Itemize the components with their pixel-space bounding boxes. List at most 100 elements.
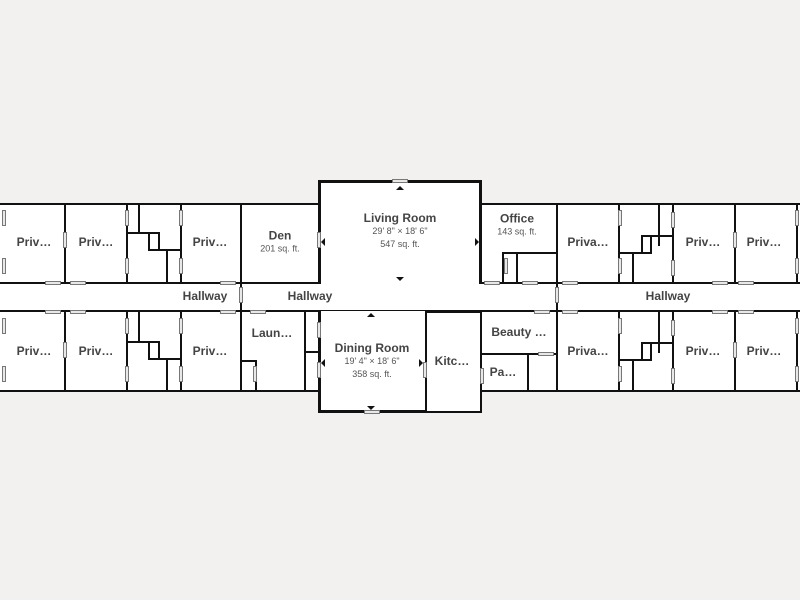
private-room-tl-1[interactable] — [0, 203, 66, 284]
door[interactable] — [618, 210, 622, 226]
door[interactable] — [671, 260, 675, 276]
private-room-tl-3[interactable] — [180, 203, 242, 284]
door[interactable] — [538, 352, 554, 356]
kitchen[interactable] — [425, 311, 482, 413]
door[interactable] — [45, 310, 61, 314]
bathroom-tl[interactable] — [126, 203, 182, 284]
wall — [148, 358, 181, 360]
den[interactable] — [240, 203, 320, 284]
door[interactable] — [522, 281, 538, 285]
door[interactable] — [504, 258, 508, 274]
door[interactable] — [70, 310, 86, 314]
door[interactable] — [712, 310, 728, 314]
door[interactable] — [555, 287, 559, 303]
wall — [148, 249, 181, 251]
wall — [241, 360, 257, 362]
door[interactable] — [250, 310, 266, 314]
door[interactable] — [618, 258, 622, 274]
room-tr-edge[interactable] — [796, 203, 800, 284]
kitchen-label: Kitc… — [434, 354, 470, 368]
bathroom-br[interactable] — [618, 310, 674, 392]
door[interactable] — [2, 258, 6, 274]
door[interactable] — [712, 281, 728, 285]
door[interactable] — [738, 310, 754, 314]
door[interactable] — [125, 366, 129, 382]
laundry[interactable] — [240, 310, 306, 392]
door[interactable] — [795, 258, 799, 274]
living-room[interactable] — [318, 180, 482, 284]
door[interactable] — [70, 281, 86, 285]
private-room-label: Priv… — [78, 235, 114, 249]
private-room-label: Priv… — [685, 235, 721, 249]
hallway-label-center: Hallway — [287, 289, 333, 303]
door[interactable] — [795, 318, 799, 334]
storage-br[interactable] — [527, 353, 558, 392]
wall — [127, 341, 159, 343]
door[interactable] — [423, 362, 427, 378]
door[interactable] — [392, 179, 408, 183]
door[interactable] — [795, 210, 799, 226]
door[interactable] — [562, 281, 578, 285]
arrow-left-icon — [321, 359, 325, 367]
door[interactable] — [45, 281, 61, 285]
laundry-label: Laun… — [251, 326, 293, 340]
wall — [641, 235, 673, 237]
wall — [619, 359, 652, 361]
private-room-label: Priv… — [192, 235, 228, 249]
door[interactable] — [317, 322, 321, 338]
door[interactable] — [253, 366, 257, 382]
door[interactable] — [618, 318, 622, 334]
office-closet-2[interactable] — [516, 252, 558, 284]
dining-room-name: Dining Room — [334, 341, 410, 355]
door[interactable] — [618, 366, 622, 382]
room-br-edge[interactable] — [796, 310, 800, 392]
door[interactable] — [2, 318, 6, 334]
dining-room-area: 358 sq. ft. — [352, 369, 392, 379]
private-room-label: Priv… — [685, 344, 721, 358]
door[interactable] — [733, 232, 737, 248]
private-room-br-2[interactable] — [672, 310, 736, 392]
door[interactable] — [671, 212, 675, 228]
door[interactable] — [733, 342, 737, 358]
door[interactable] — [534, 310, 550, 314]
door[interactable] — [179, 318, 183, 334]
door[interactable] — [671, 320, 675, 336]
door[interactable] — [738, 281, 754, 285]
door[interactable] — [63, 342, 67, 358]
door[interactable] — [179, 210, 183, 226]
door[interactable] — [364, 410, 380, 414]
door[interactable] — [220, 310, 236, 314]
arrow-down-icon — [396, 277, 404, 281]
door[interactable] — [2, 210, 6, 226]
arrow-up-icon — [367, 313, 375, 317]
wall — [138, 204, 140, 232]
wall — [650, 235, 652, 253]
door[interactable] — [125, 258, 129, 274]
wall — [641, 342, 673, 344]
door[interactable] — [2, 366, 6, 382]
door[interactable] — [317, 232, 321, 248]
dining-room-dims: 19' 4" × 18' 6" — [344, 356, 400, 366]
door[interactable] — [239, 287, 243, 303]
door[interactable] — [795, 366, 799, 382]
door[interactable] — [480, 368, 484, 384]
door[interactable] — [179, 366, 183, 382]
bathroom-tr[interactable] — [618, 203, 674, 284]
living-room-dims: 29' 8" × 18' 6" — [372, 226, 428, 236]
private-room-label: Priv… — [16, 235, 52, 249]
door[interactable] — [125, 318, 129, 334]
bathroom-bl[interactable] — [126, 310, 182, 392]
door[interactable] — [125, 210, 129, 226]
private-room-label: Priv… — [192, 344, 228, 358]
wall — [148, 341, 150, 359]
door[interactable] — [671, 368, 675, 384]
door[interactable] — [562, 310, 578, 314]
door[interactable] — [179, 258, 183, 274]
door[interactable] — [484, 281, 500, 285]
door[interactable] — [220, 281, 236, 285]
door[interactable] — [317, 362, 321, 378]
arrow-up-icon — [396, 186, 404, 190]
private-room-br-1[interactable] — [556, 310, 620, 392]
door[interactable] — [63, 232, 67, 248]
